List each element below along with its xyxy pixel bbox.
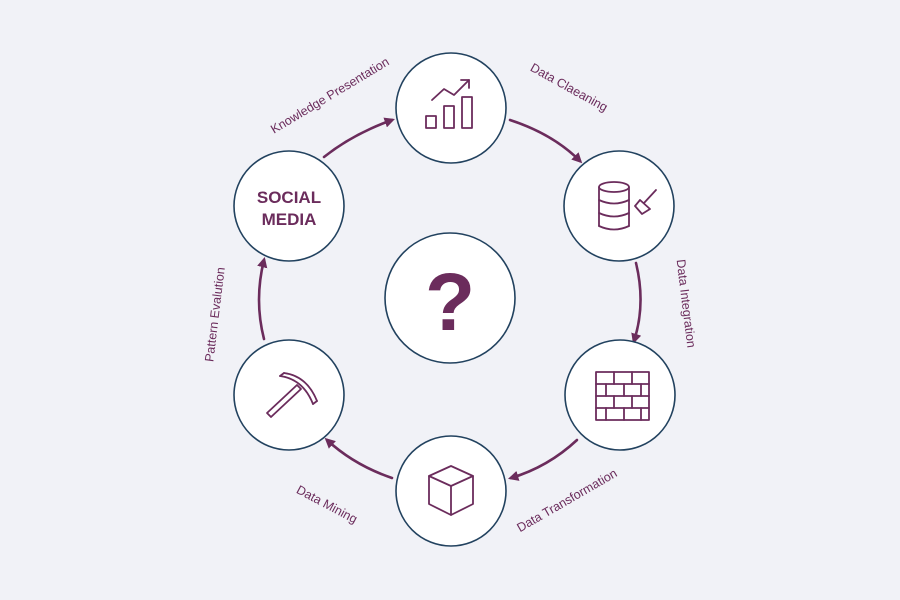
- arrow-to-wall-node: [631, 261, 642, 344]
- database-broom-icon: [598, 181, 657, 231]
- node-data-integration: [564, 339, 676, 451]
- cycle-arrows: [257, 117, 642, 481]
- node-data-transformation: [395, 435, 507, 547]
- node-data-mining: [233, 339, 345, 451]
- node-knowledge-chart: [395, 52, 507, 164]
- label-knowledge-presentation: Knowledge Presentation: [268, 55, 391, 137]
- label-data-cleaning: Data Claeaning: [528, 60, 610, 114]
- node-center-question: ?: [384, 232, 516, 364]
- bar-chart-trend-icon: [425, 79, 473, 129]
- arrow-to-cube-node: [508, 438, 579, 481]
- node-data-cleaning: [563, 150, 675, 262]
- node-social-media: SOCIAL MEDIA: [233, 150, 345, 262]
- arrow-to-pickaxe-node: [324, 437, 394, 480]
- pickaxe-icon: [266, 372, 318, 418]
- label-data-transformation: Data Transformation: [514, 466, 619, 535]
- question-mark: ?: [425, 257, 475, 348]
- arrow-to-database-node: [508, 118, 583, 164]
- arrow-to-top-node: [322, 117, 395, 159]
- cube-icon: [428, 465, 474, 516]
- arrow-to-social-hub: [257, 256, 268, 341]
- label-data-mining: Data Mining: [294, 483, 360, 527]
- hub-label-line1: SOCIAL: [257, 188, 321, 207]
- brick-wall-icon: [595, 371, 650, 421]
- hub-label-line2: MEDIA: [262, 210, 317, 229]
- label-pattern-evaluation: Pattern Evalution: [202, 266, 228, 362]
- label-data-integration: Data Integration: [674, 259, 699, 349]
